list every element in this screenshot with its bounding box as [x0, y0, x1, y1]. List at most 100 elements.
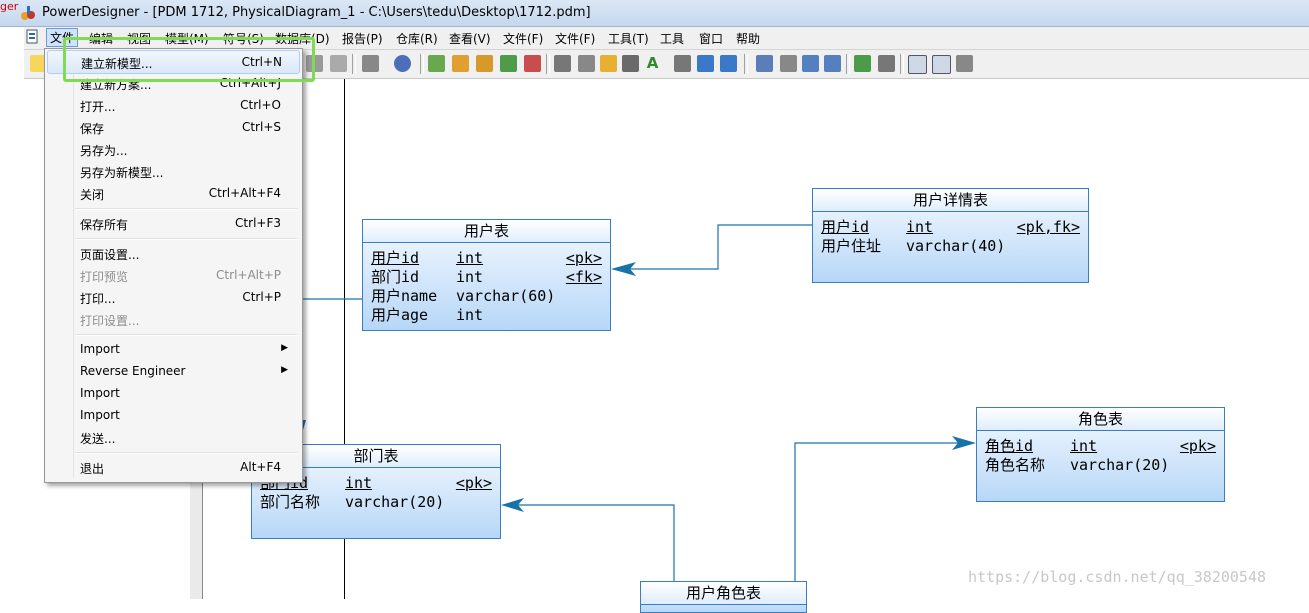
package-icon[interactable]: [428, 55, 445, 72]
toolbar-separator: [546, 54, 550, 74]
table-icon[interactable]: [452, 55, 469, 72]
diagram-border: [344, 79, 345, 599]
polyline-icon[interactable]: [622, 55, 639, 72]
link-right-icon[interactable]: [720, 55, 737, 72]
toolbar-separator: [846, 54, 850, 74]
menu-query[interactable]: 查看(V): [449, 32, 491, 46]
menu-separator: [75, 238, 297, 240]
table-title: 部门表: [252, 445, 500, 468]
check-model-icon[interactable]: [362, 55, 379, 72]
pencil-icon[interactable]: [600, 55, 617, 72]
menu-item-send[interactable]: 发送...: [80, 432, 116, 446]
redo-icon[interactable]: [330, 55, 347, 72]
arrow-to-dept: [501, 498, 524, 512]
menu-separator: [75, 208, 297, 210]
table-title: 角色表: [977, 408, 1224, 431]
page-icon[interactable]: [802, 55, 819, 72]
menu-repository[interactable]: 仓库(R): [396, 32, 438, 46]
menu-separator: [75, 452, 297, 454]
text-a-icon[interactable]: A: [646, 54, 659, 72]
powerdesigner-app-icon: [21, 6, 35, 20]
reference-icon[interactable]: [524, 55, 541, 72]
menu-item-open[interactable]: 打开...Ctrl+O: [80, 98, 281, 114]
toolbar-separator: [900, 54, 904, 74]
window-title: PowerDesigner - [PDM 1712, PhysicalDiagr…: [42, 5, 591, 20]
toolbar-separator: [352, 54, 356, 74]
link-user-detail-to-user: [620, 224, 812, 270]
title-bar: ger PowerDesigner - [PDM 1712, PhysicalD…: [0, 0, 1309, 27]
menu-item-save-as-new-model[interactable]: 另存为新模型...: [80, 166, 164, 180]
generate-icon[interactable]: [854, 55, 871, 72]
toolbar-separator: [744, 54, 748, 74]
pages-icon[interactable]: [824, 55, 841, 72]
watermark: https://blog.csdn.net/qq_38200548: [968, 568, 1267, 586]
table-title: 用户表: [363, 220, 610, 243]
menu-item-page-setup[interactable]: 页面设置...: [80, 248, 140, 262]
file-dropdown-menu: 建立新模型...Ctrl+N 建立新方案...Ctrl+Alt+J 打开...C…: [44, 48, 303, 483]
output-icon[interactable]: [956, 55, 973, 72]
menu-item-print[interactable]: 打印...Ctrl+P: [80, 290, 281, 306]
procedure-icon[interactable]: [500, 55, 517, 72]
menu-file[interactable]: 文件: [46, 28, 79, 47]
menu-item-import-3[interactable]: Import: [80, 408, 120, 422]
menu-file-f2[interactable]: 文件(F): [555, 32, 596, 46]
browser-icon[interactable]: [394, 55, 411, 72]
rectangle-icon[interactable]: [554, 55, 571, 72]
menu-separator: [75, 334, 297, 336]
menu-item-reverse-engineer[interactable]: Reverse Engineer▶: [80, 364, 288, 378]
preview-icon[interactable]: [932, 55, 951, 74]
menubar: 文件 编辑 视图 模型(M) 符号(S) 数据库(D) 报告(P) 仓库(R) …: [24, 27, 1309, 50]
table-title: 用户角色表: [641, 582, 806, 605]
reverse-icon[interactable]: [878, 55, 895, 72]
format-icon[interactable]: [780, 55, 797, 72]
annotation-highlight-box: [63, 37, 315, 82]
edge-text: ger: [0, 0, 19, 13]
submenu-arrow-icon: ▶: [281, 343, 288, 353]
menu-item-print-setup[interactable]: 打印设置...: [80, 314, 140, 328]
note-icon[interactable]: [674, 55, 691, 72]
menu-tools[interactable]: 工具: [660, 32, 685, 46]
link-userrole-to-role: [794, 442, 966, 582]
table-title: 用户详情表: [813, 189, 1088, 212]
ellipse-icon[interactable]: [578, 55, 595, 72]
arrow-to-role: [952, 436, 976, 450]
link-userrole-to-dept: [512, 504, 675, 582]
menu-tools-t[interactable]: 工具(T): [608, 32, 649, 46]
new-icon[interactable]: [30, 55, 47, 72]
arrow-to-user: [611, 262, 636, 276]
menu-gutter: [73, 51, 74, 478]
submenu-arrow-icon: ▶: [281, 365, 288, 375]
table-user-role[interactable]: 用户角色表: [640, 581, 807, 613]
menu-file-f[interactable]: 文件(F): [503, 32, 544, 46]
document-icon[interactable]: [26, 29, 40, 45]
menu-window[interactable]: 窗口: [699, 32, 724, 46]
menu-help[interactable]: 帮助: [736, 32, 761, 46]
menu-item-save-as[interactable]: 另存为...: [80, 144, 128, 158]
view-icon[interactable]: [476, 55, 493, 72]
menu-item-new-model[interactable]: 建立新模型...Ctrl+N: [47, 50, 300, 74]
link-left-icon[interactable]: [697, 55, 714, 72]
menu-item-import[interactable]: Import▶: [80, 342, 288, 356]
align-icon[interactable]: [756, 55, 773, 72]
zoom-icon[interactable]: [908, 55, 927, 74]
menu-item-import-2[interactable]: Import: [80, 386, 120, 400]
toolbar-separator: [420, 54, 424, 74]
menu-report[interactable]: 报告(P): [342, 32, 383, 46]
